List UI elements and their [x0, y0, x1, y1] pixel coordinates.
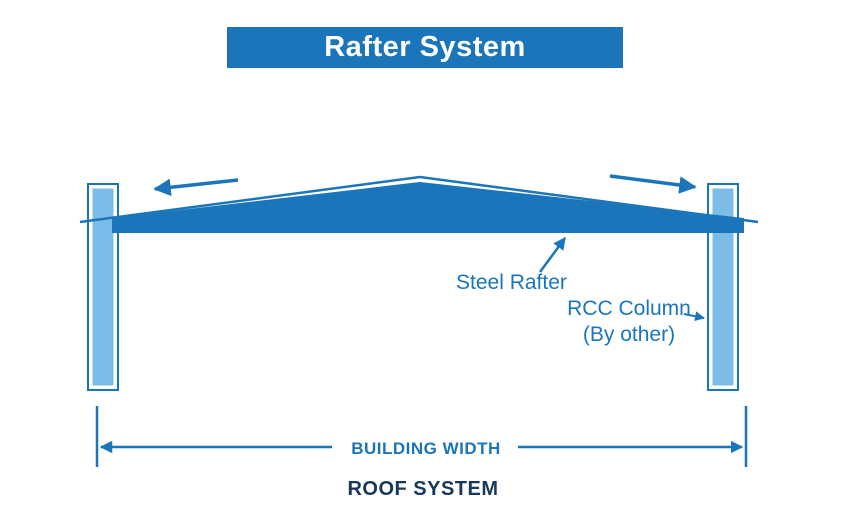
- left-column: [87, 183, 119, 391]
- slope-arrow-right-icon: [609, 174, 697, 194]
- page-title: Rafter System: [324, 31, 526, 63]
- building-width-dimension: [95, 406, 748, 467]
- roof-system-label: ROOF SYSTEM: [347, 478, 499, 500]
- left-column-fill: [92, 188, 114, 386]
- right-column-fill: [712, 188, 734, 386]
- steel-rafter-shape: [112, 182, 744, 233]
- rcc-column-label-line2: (By other): [582, 323, 676, 346]
- steel-rafter-label: Steel Rafter: [456, 271, 567, 294]
- rcc-column-label: RCC Column (By other): [556, 296, 702, 348]
- building-width-label: BUILDING WIDTH: [351, 439, 501, 458]
- rcc-column-pointer-arrow: [683, 311, 705, 322]
- roof-sheet-line: [79, 175, 759, 224]
- title-banner: Rafter System: [227, 27, 623, 68]
- rcc-column-label-line1: RCC Column: [567, 297, 691, 320]
- steel-rafter-pointer-arrow: [538, 236, 567, 273]
- slope-arrow-left-icon: [153, 178, 239, 197]
